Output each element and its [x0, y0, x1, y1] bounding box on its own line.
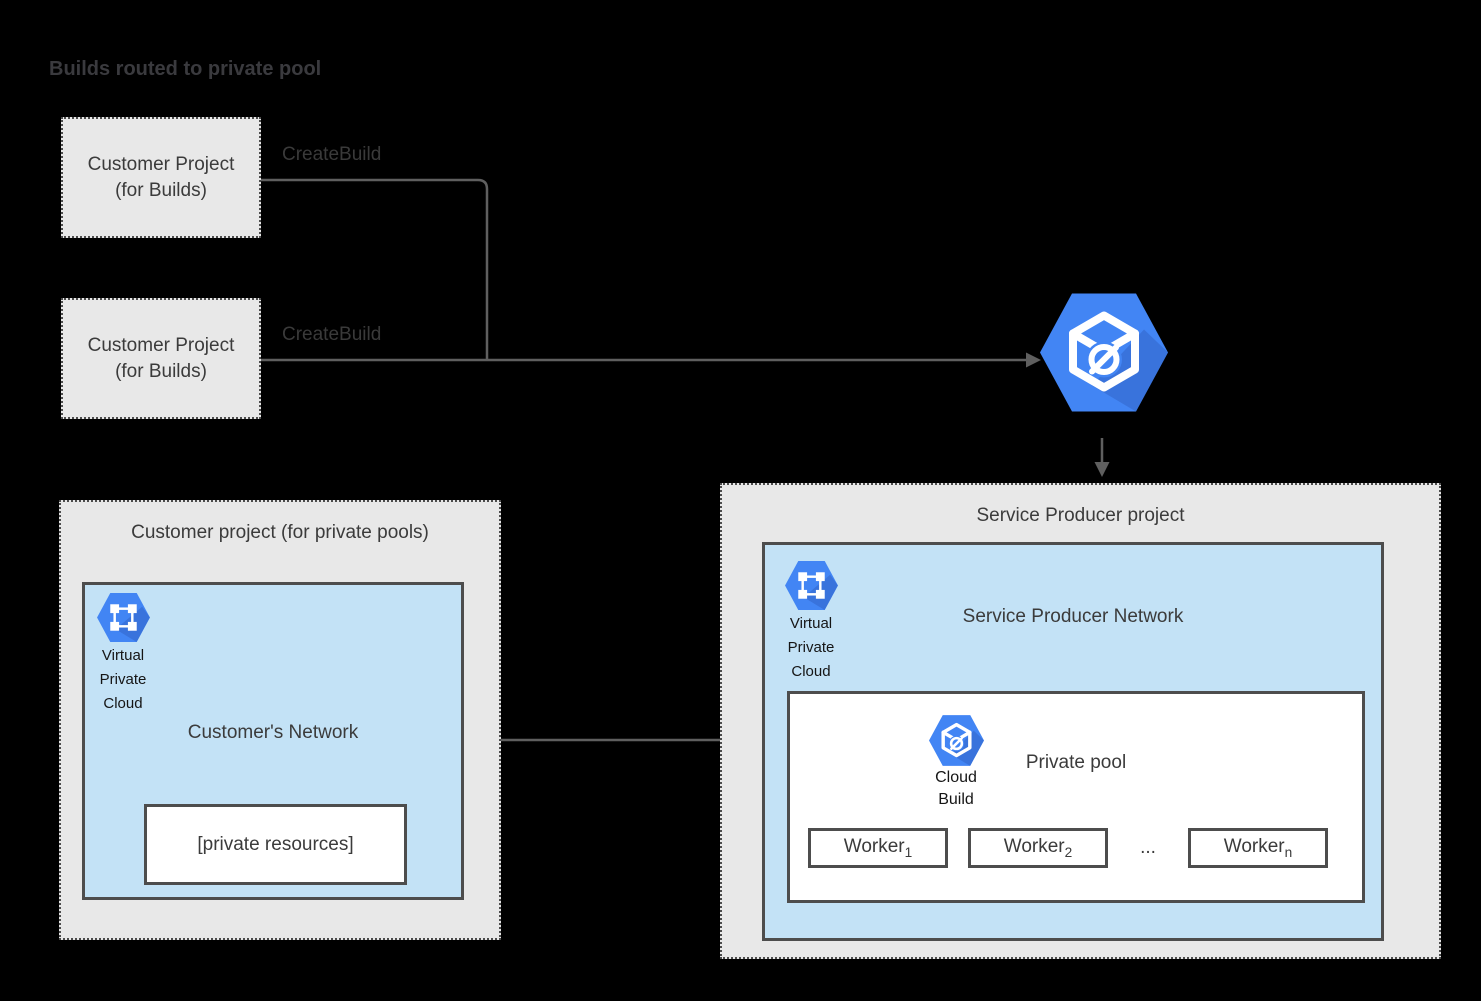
private-resources-box: [private resources]: [144, 804, 407, 885]
worker-2-label: Worker2: [1003, 836, 1073, 860]
worker-n-label: Workern: [1223, 836, 1293, 860]
customer-pool-project-title: Customer project (for private pools): [131, 522, 429, 543]
diagram-title: Builds routed to private pool: [49, 58, 322, 80]
customer-network-label: Customer's Network: [187, 722, 359, 743]
customer-build-project-1-label-line2: (for Builds): [115, 179, 207, 201]
cloud-build-icon: [1040, 293, 1168, 412]
createbuild-label-2: CreateBuild: [282, 324, 382, 345]
customer-network: Virtual Private Cloud Customer's Network…: [82, 582, 464, 900]
customer-build-project-1: Customer Project (for Builds): [61, 117, 261, 238]
private-pool-box: Cloud Build Private pool Worker1 Worker2…: [787, 691, 1365, 903]
virtual-private-cloud-icon: [784, 561, 838, 610]
service-producer-network: Virtual Private Cloud Service Producer N…: [762, 542, 1384, 941]
customer-vpc-block: Virtual Private Cloud: [87, 593, 159, 714]
producer-vpc-caption-line1: Virtual: [789, 615, 833, 632]
createbuild-connector-1: [261, 178, 489, 359]
private-resources-label: [private resources]: [197, 833, 354, 855]
service-producer-project-title: Service Producer project: [976, 505, 1185, 526]
pool-cloud-build-caption-line2: Build: [938, 791, 974, 808]
customer-build-project-2-label-line1: Customer Project: [87, 334, 235, 356]
arrowhead-to-cloud-build: [1026, 352, 1041, 368]
customer-vpc-caption-line3: Cloud: [103, 695, 143, 712]
service-producer-project: Service Producer project: [720, 483, 1441, 959]
producer-vpc-caption-line3: Cloud: [791, 663, 831, 680]
createbuild-label-1: CreateBuild: [282, 144, 382, 165]
worker-ellipsis: ...: [1140, 837, 1156, 858]
pool-cloud-build-block: Cloud Build: [918, 715, 994, 810]
worker-box-n: Workern: [1188, 828, 1328, 868]
private-pool-label: Private pool: [1025, 752, 1127, 773]
pool-cloud-build-caption-line1: Cloud: [935, 769, 977, 786]
customer-build-project-2-label-line2: (for Builds): [115, 360, 207, 382]
service-producer-network-label: Service Producer Network: [962, 606, 1184, 627]
worker-box-1: Worker1: [808, 828, 948, 868]
customer-vpc-caption-line1: Virtual: [101, 647, 145, 664]
cloud-build-icon: [928, 715, 984, 766]
worker-1-label: Worker1: [843, 836, 913, 860]
customer-build-project-2: Customer Project (for Builds): [61, 298, 261, 419]
virtual-private-cloud-icon: [96, 593, 150, 642]
producer-vpc-caption-line2: Private: [787, 639, 835, 656]
producer-vpc-block: Virtual Private Cloud: [775, 561, 847, 682]
customer-pool-project: Customer project (for private pools): [59, 500, 501, 940]
worker-box-2: Worker2: [968, 828, 1108, 868]
customer-build-project-1-label-line1: Customer Project: [87, 153, 235, 175]
customer-vpc-caption-line2: Private: [99, 671, 147, 688]
arrowhead-down: [1094, 462, 1110, 477]
